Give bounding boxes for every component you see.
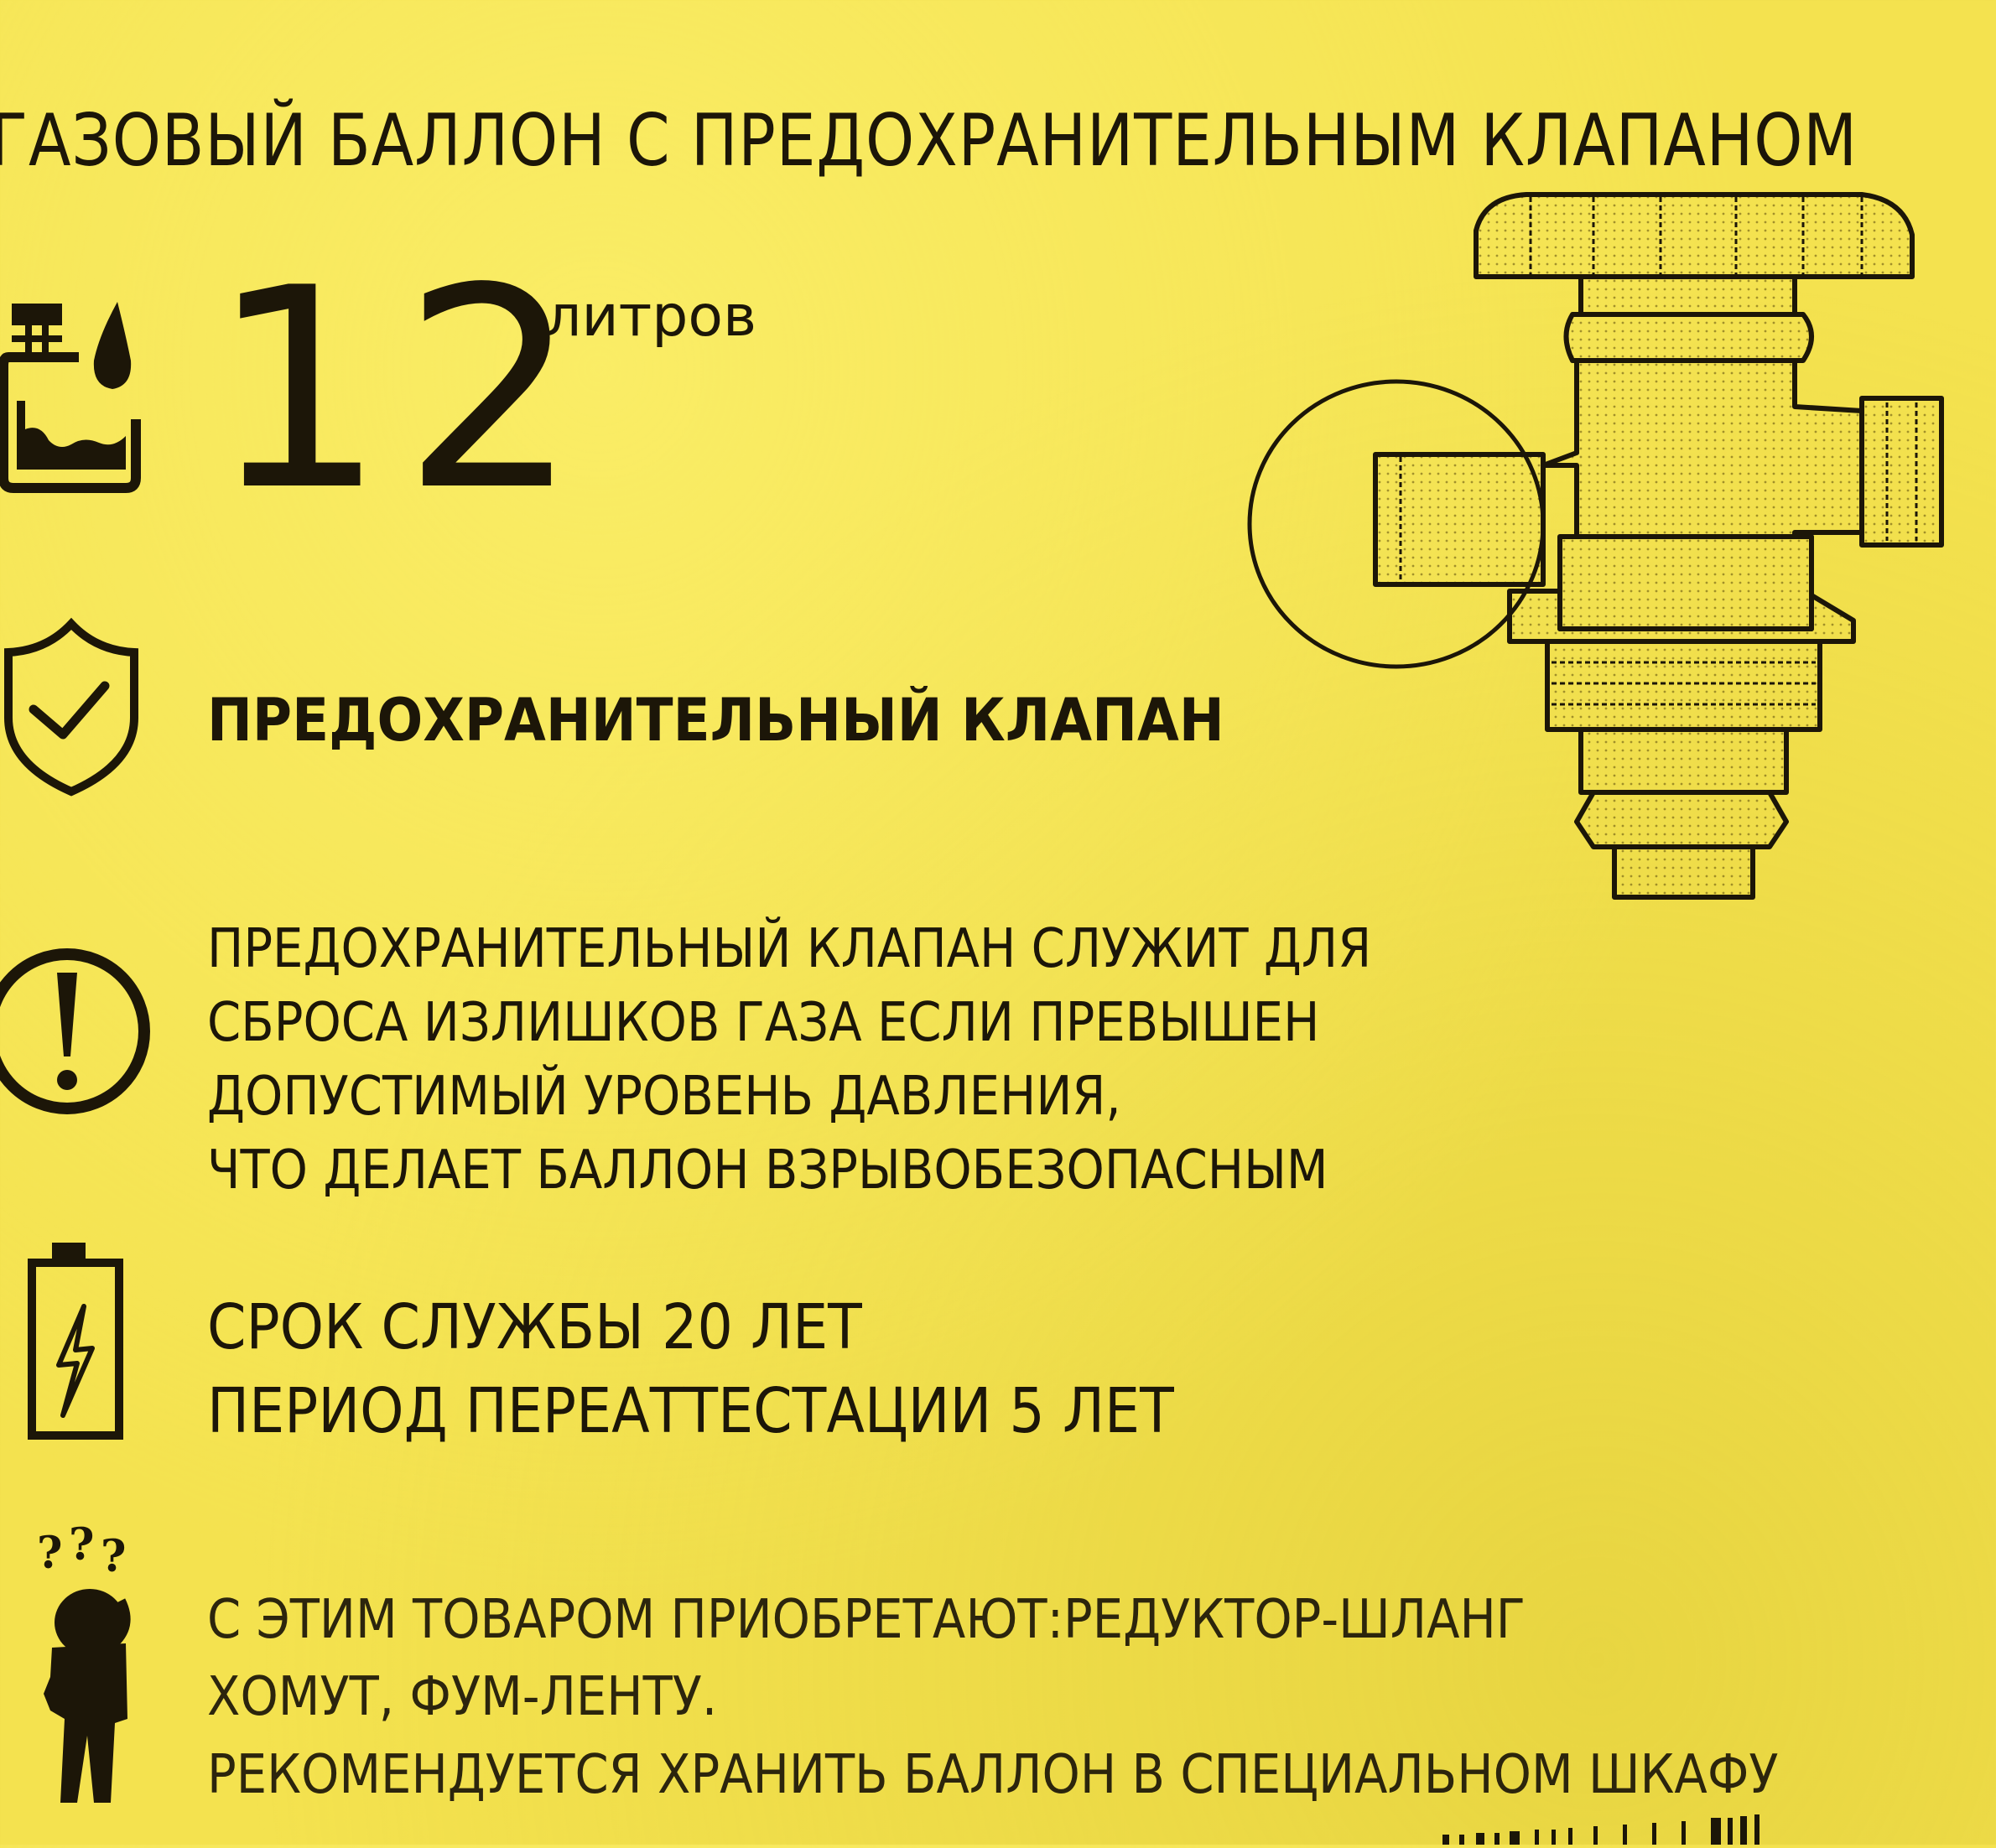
related-line-1: С ЭТИМ ТОВАРОМ ПРИОБРЕТАЮТ:РЕДУКТОР-ШЛАН… [207,1589,1526,1651]
related-line-2: ХОМУТ, ФУМ-ЛЕНТУ. [207,1666,718,1728]
shield-check-icon [0,617,143,797]
gas-valve-illustration [1241,184,1954,1362]
svg-text:?: ? [69,1519,94,1570]
warning-line-2: СБРОСА ИЗЛИШКОВ ГАЗА ЕСЛИ ПРЕВЫШЕН [207,992,1320,1054]
warning-line-3: ДОПУСТИМЫЙ УРОВЕНЬ ДАВЛЕНИЯ, [207,1066,1121,1128]
safety-valve-circle [1247,379,1546,669]
confused-person-icon: ? ? ? [18,1509,136,1819]
label-title: ГАЗОВЫЙ БАЛЛОН С ПРЕДОХРАНИТЕЛЬНЫМ КЛАПА… [0,99,1858,183]
battery-bolt-icon [25,1239,130,1441]
warning-line-1: ПРЕДОХРАНИТЕЛЬНЫЙ КЛАПАН СЛУЖИТ ДЛЯ [207,918,1372,980]
bottle-drop-icon [0,302,147,495]
barcode-fragment [1442,1811,1912,1845]
warning-line-4: ЧТО ДЕЛАЕТ БАЛЛОН ВЗРЫВОБЕЗОПАСНЫМ [207,1139,1328,1202]
related-line-3: РЕКОМЕНДУЕТСЯ ХРАНИТЬ БАЛЛОН В СПЕЦИАЛЬН… [207,1744,1779,1806]
exclamation-circle-icon [0,939,159,1124]
capacity-unit: литров [545,283,757,350]
capacity-value: 12 [210,229,595,551]
svg-text:?: ? [101,1531,126,1582]
service-life-line: СРОК СЛУЖБЫ 20 ЛЕТ [207,1291,862,1363]
recertification-line: ПЕРИОД ПЕРЕАТТЕСТАЦИИ 5 ЛЕТ [207,1375,1174,1447]
safety-valve-label: ПРЕДОХРАНИТЕЛЬНЫЙ КЛАПАН [207,686,1224,755]
svg-text:?: ? [37,1528,62,1579]
